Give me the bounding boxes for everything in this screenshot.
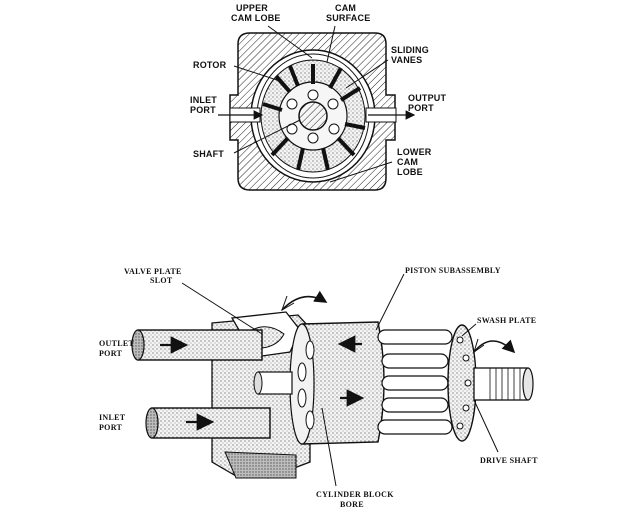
valve-plate-slot-label-2: SLOT [150,276,173,285]
output-port-label-2: PORT [408,103,434,113]
inlet-port-label-1: INLET [99,413,126,422]
swash-plate-label: SWASH PLATE [477,316,536,325]
shaft-label: SHAFT [193,149,224,159]
swash-rotation-arrow [474,339,514,352]
outlet-port-label-1: OUTLET [99,339,135,348]
cam-surface-label-2: SURFACE [326,13,370,23]
rotor-label: ROTOR [193,60,227,70]
piston-subassembly-label: PISTON SUBASSEMBLY [405,266,501,275]
vane-pump-figure: UPPER CAM LOBE CAM SURFACE SLIDING VANES… [190,3,447,190]
output-port-label-1: OUTPUT [408,93,447,103]
valve-plate-slot-label-1: VALVE PLATE [124,267,182,276]
inlet-port-label-2: PORT [99,423,123,432]
cylinder-rotation-arrow [282,296,326,310]
piston-pump-figure: VALVE PLATE SLOT PISTON SUBASSEMBLY SWAS… [99,266,538,509]
cylinder-block-bore-label-2: BORE [340,500,364,509]
upper-cam-lobe-label-2: CAM LOBE [231,13,281,23]
upper-cam-lobe-label-1: UPPER [236,3,268,13]
outlet-port-tube [132,330,262,360]
outlet-port-label-2: PORT [99,349,123,358]
cylinder-block-bore-label-1: CYLINDER BLOCK [316,490,394,499]
sliding-vanes-label-2: VANES [391,55,422,65]
lower-cam-lobe-label-3: LOBE [397,167,423,177]
sliding-vanes-label-1: SLIDING [391,45,429,55]
lower-cam-lobe-label-2: CAM [397,157,418,167]
inlet-port-label-2: PORT [190,105,216,115]
swash-plate [448,325,476,441]
inlet-port-tube [146,408,270,438]
inlet-port-label-1: INLET [190,95,217,105]
drive-shaft-label: DRIVE SHAFT [480,456,538,465]
drive-shaft [474,368,533,400]
center-shaft [254,372,292,394]
cam-surface-label-1: CAM [335,3,356,13]
piston-subassembly [378,330,452,434]
cylinder-block [290,322,384,444]
lower-cam-lobe-label-1: LOWER [397,147,432,157]
shaft [299,102,327,130]
